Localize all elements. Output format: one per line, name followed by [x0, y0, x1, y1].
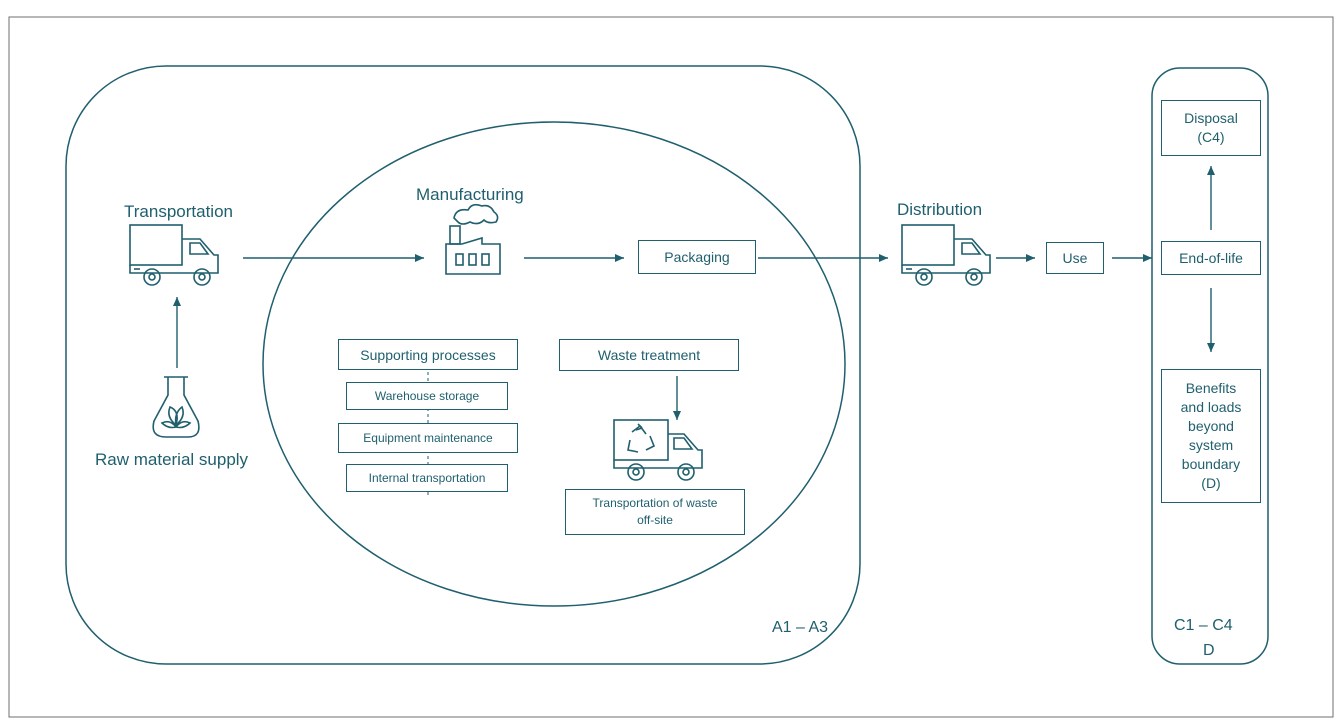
disposal-label-line1: Disposal — [1184, 110, 1238, 126]
use-box: Use — [1046, 242, 1104, 274]
disposal-box: Disposal (C4) — [1161, 100, 1261, 156]
a1-a3-boundary — [65, 65, 861, 665]
supporting-processes-box: Supporting processes — [338, 339, 518, 370]
benefits-line3: beyond — [1188, 418, 1234, 434]
waste-transport-line2: off-site — [637, 513, 673, 527]
raw-material-label: Raw material supply — [95, 450, 249, 469]
benefits-line2: and loads — [1180, 399, 1242, 415]
truck-icon — [129, 224, 219, 286]
warehouse-storage-box: Warehouse storage — [346, 382, 508, 410]
use-label: Use — [1062, 250, 1088, 266]
transportation-label: Transportation — [124, 202, 233, 221]
disposal-label-line2: (C4) — [1197, 129, 1225, 145]
truck-icon — [901, 224, 991, 286]
benefits-line6: (D) — [1201, 475, 1221, 491]
manufacturing-ellipse — [262, 121, 846, 607]
waste-treatment-box: Waste treatment — [559, 339, 739, 371]
a1-a3-label: A1 – A3 — [772, 619, 829, 636]
benefits-line1: Benefits — [1185, 380, 1237, 396]
recycling-truck-icon — [613, 419, 703, 481]
equipment-maintenance-box: Equipment maintenance — [338, 423, 518, 453]
equipment-maintenance-label: Equipment maintenance — [363, 431, 493, 445]
benefits-box: Benefits and loads beyond system boundar… — [1161, 369, 1261, 503]
waste-transport-line1: Transportation of waste — [592, 496, 718, 510]
outer-border — [8, 16, 1334, 718]
supporting-processes-title: Supporting processes — [360, 346, 496, 363]
internal-transportation-label: Internal transportation — [368, 471, 486, 485]
benefits-line4: system — [1188, 437, 1234, 453]
packaging-label: Packaging — [664, 249, 730, 265]
waste-treatment-title: Waste treatment — [597, 347, 701, 363]
internal-transportation-box: Internal transportation — [346, 464, 508, 492]
c1-c4-label: C1 – C4 — [1174, 617, 1233, 634]
waste-transport-box: Transportation of waste off-site — [565, 489, 745, 535]
manufacturing-label: Manufacturing — [416, 185, 524, 204]
d-label: D — [1203, 642, 1215, 659]
factory-icon — [445, 203, 501, 275]
distribution-label: Distribution — [897, 200, 983, 219]
flask-icon — [152, 376, 200, 438]
end-of-life-box: End-of-life — [1161, 241, 1261, 275]
end-of-life-label: End-of-life — [1179, 250, 1243, 266]
packaging-box: Packaging — [638, 240, 756, 274]
warehouse-storage-label: Warehouse storage — [374, 389, 480, 403]
benefits-line5: boundary — [1181, 456, 1241, 472]
c1-c4-boundary — [1151, 67, 1269, 665]
